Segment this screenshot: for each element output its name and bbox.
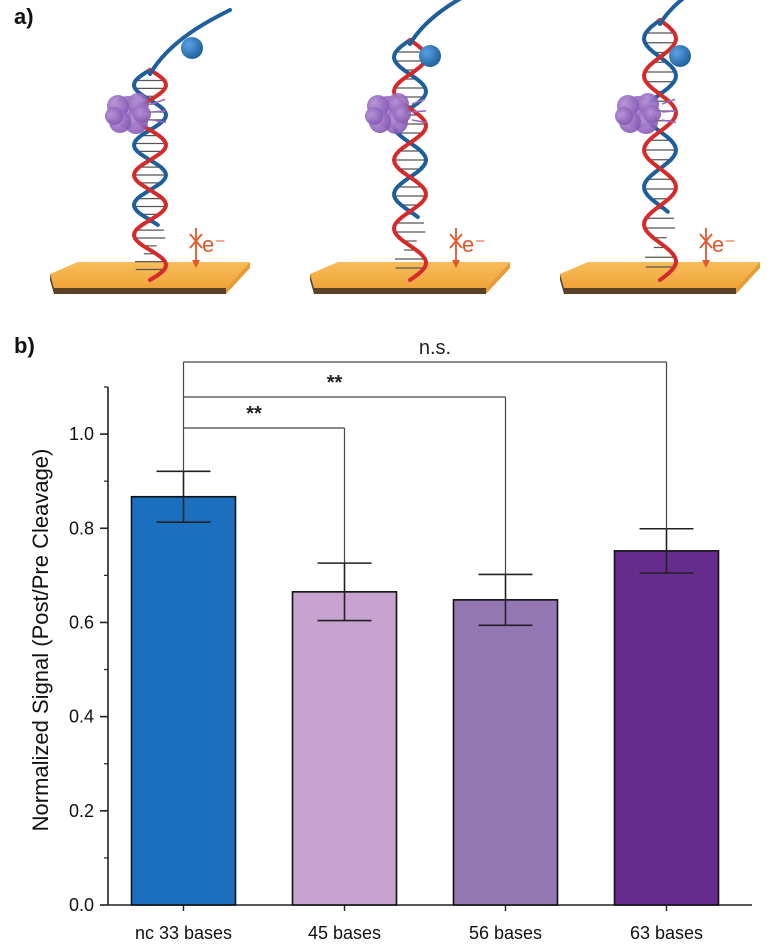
cleavage-ray bbox=[661, 119, 676, 124]
y-tick-label: 1.0 bbox=[69, 424, 94, 444]
protein-lobe bbox=[365, 107, 383, 125]
block-mark bbox=[699, 233, 713, 249]
electrode-edge-left bbox=[560, 274, 564, 294]
protein-icon bbox=[105, 93, 151, 134]
y-tick-label: 0.4 bbox=[69, 707, 94, 727]
cleavage-ray bbox=[661, 109, 677, 113]
dna-overhang bbox=[148, 8, 232, 76]
chart-bars bbox=[130, 495, 720, 906]
redox-reporter-bead bbox=[419, 45, 441, 67]
protein-lobe bbox=[615, 107, 633, 125]
electron-arrow-head bbox=[192, 260, 200, 268]
x-tick-label: 63 bases bbox=[630, 923, 703, 943]
cleavage-ray bbox=[151, 119, 166, 124]
block-mark bbox=[449, 233, 463, 249]
cleavage-ray bbox=[411, 119, 426, 124]
panel-label-b: b) bbox=[14, 333, 35, 358]
protein-icon bbox=[615, 93, 661, 134]
dna-schematic: e⁻ e⁻ e⁻ bbox=[50, 0, 760, 294]
bar-4 bbox=[613, 550, 720, 906]
construct-2: e⁻ bbox=[310, 0, 510, 294]
protein-lobe bbox=[133, 105, 151, 123]
cleavage-ray bbox=[661, 98, 676, 105]
electron-label: e⁻ bbox=[712, 232, 736, 257]
chart-axes: 0.0 0.2 0.4 0.6 0.8 1.0 nc 33 bases 45 bases 56 … bbox=[69, 386, 752, 943]
dna-overhang bbox=[658, 0, 685, 26]
chart-error-bars bbox=[156, 470, 694, 627]
electrode-plate bbox=[560, 262, 760, 288]
y-axis-label: Normalized Signal (Post/Pre Cleavage) bbox=[28, 449, 53, 832]
redox-reporter-bead bbox=[181, 37, 203, 59]
cleavage-ray bbox=[151, 109, 167, 113]
sig-label: ** bbox=[327, 372, 343, 394]
construct-3: e⁻ bbox=[560, 0, 760, 294]
dna-overhang bbox=[408, 0, 462, 46]
electrode-edge-right bbox=[736, 262, 760, 294]
y-tick-label: 0.0 bbox=[69, 895, 94, 915]
electrode-edge-left bbox=[50, 274, 54, 294]
x-tick-label: 45 bases bbox=[308, 923, 381, 943]
bar-3 bbox=[452, 599, 559, 906]
y-tick-label: 0.6 bbox=[69, 612, 94, 632]
protein-lobe bbox=[643, 105, 661, 123]
x-tick-label: nc 33 bases bbox=[135, 923, 232, 943]
electrode-edge-front bbox=[54, 288, 226, 294]
electrode-edge-left bbox=[310, 274, 314, 294]
bar-1 bbox=[130, 495, 237, 906]
cleavage-ray bbox=[411, 109, 427, 113]
y-tick-label: 0.2 bbox=[69, 801, 94, 821]
electrode-edge-front bbox=[564, 288, 736, 294]
electrode-edge-front bbox=[314, 288, 486, 294]
chart-significance-brackets: ** ** n.s. bbox=[182, 337, 668, 575]
electron-arrow-head bbox=[452, 260, 460, 268]
dna-strand-red bbox=[641, 18, 679, 282]
protein-lobe bbox=[105, 107, 123, 125]
protein-lobe bbox=[393, 105, 411, 123]
electron-arrow-head bbox=[702, 260, 710, 268]
block-mark bbox=[189, 233, 203, 249]
cleavage-ray bbox=[411, 98, 426, 105]
electron-label: e⁻ bbox=[462, 232, 486, 257]
construct-1: e⁻ bbox=[50, 8, 250, 294]
electrode-plate bbox=[50, 262, 250, 288]
cleavage-ray bbox=[151, 98, 166, 105]
redox-reporter-bead bbox=[669, 45, 691, 67]
sig-label: ** bbox=[246, 403, 262, 425]
electrode-edge-right bbox=[226, 262, 250, 294]
protein-icon bbox=[365, 93, 411, 134]
y-tick-label: 0.8 bbox=[69, 518, 94, 538]
x-tick-label: 56 bases bbox=[469, 923, 542, 943]
sig-label: n.s. bbox=[419, 337, 451, 359]
dna-strand-red bbox=[391, 38, 429, 282]
panel-label-a: a) bbox=[14, 4, 34, 29]
electron-label: e⁻ bbox=[202, 232, 226, 257]
bar-2 bbox=[291, 591, 398, 906]
electrode-plate bbox=[310, 262, 510, 288]
electrode-edge-right bbox=[486, 262, 510, 294]
